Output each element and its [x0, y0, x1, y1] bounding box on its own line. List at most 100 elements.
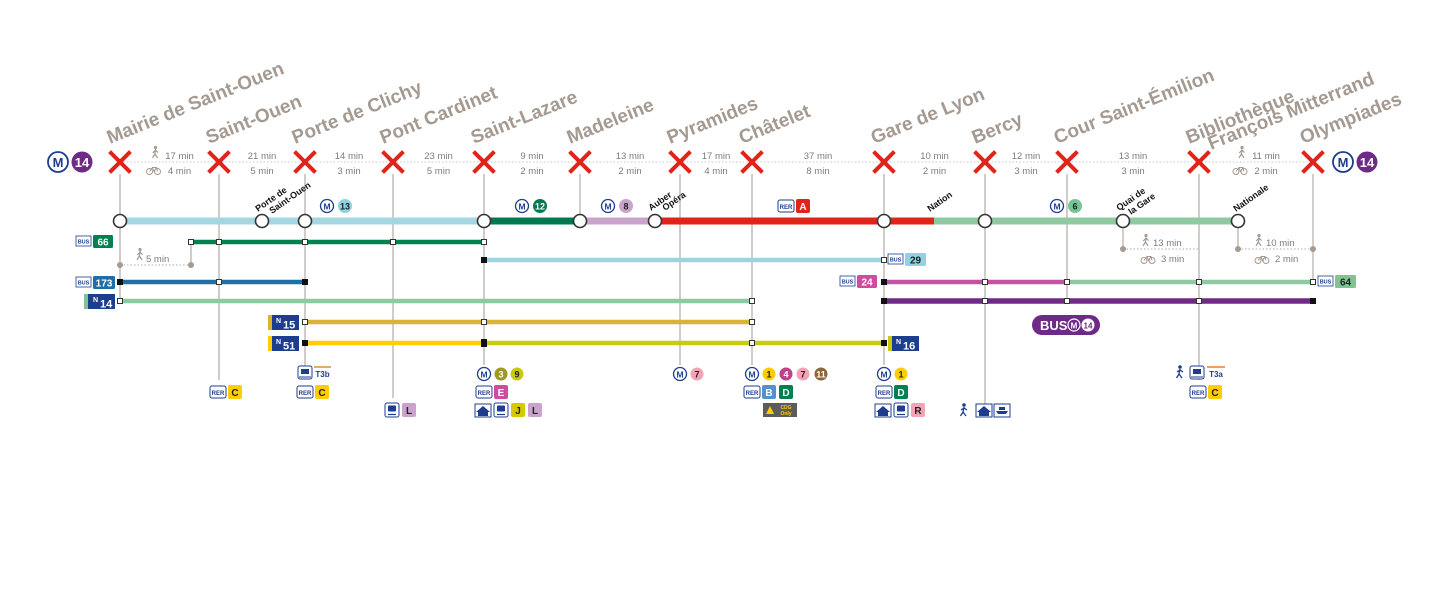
walk-icon — [152, 145, 159, 159]
train-icon — [384, 402, 400, 418]
bike-icon — [146, 167, 161, 175]
svg-text:N: N — [276, 318, 281, 325]
svg-text:Only: Only — [780, 411, 791, 417]
svg-text:R: R — [914, 406, 922, 417]
bike-icon — [1232, 167, 1248, 175]
svg-text:RER: RER — [780, 205, 793, 211]
bike-time: 3 min — [337, 166, 360, 177]
bike-time: 8 min — [806, 166, 829, 177]
closed-cross-icon — [740, 150, 764, 174]
bus-66-line: BUS 66 — [75, 235, 484, 249]
station-name: Gare de Lyon — [868, 84, 988, 149]
line-number: 14 — [1360, 155, 1375, 170]
walk-time: 11 min — [1252, 151, 1280, 162]
station-name: Bercy — [969, 109, 1026, 148]
bike-time: 3 min — [1014, 166, 1037, 177]
svg-text:B: B — [765, 388, 772, 399]
metro-12-badge: M 12 — [514, 198, 547, 214]
svg-text:E: E — [498, 388, 505, 399]
bike-time: 3 min — [1121, 166, 1144, 177]
line-14-start-badge: M 14 — [47, 151, 93, 173]
walk-time: 12 min — [1012, 151, 1041, 162]
tram-icon — [297, 365, 313, 380]
svg-text:10 min: 10 min — [1266, 238, 1295, 249]
svg-text:11: 11 — [816, 370, 826, 380]
closed-cross-icon — [108, 150, 132, 174]
boat-icon — [993, 403, 1011, 418]
closed-cross-icon — [1055, 150, 1079, 174]
walk-time: 13 min — [616, 151, 645, 162]
bike-icon — [1140, 256, 1156, 264]
svg-text:C: C — [231, 388, 238, 399]
walk-time: 13 min — [1119, 151, 1148, 162]
walk-person-icon — [1175, 365, 1184, 379]
svg-text:13: 13 — [340, 202, 350, 212]
alt-stop-nation: Nation — [925, 189, 954, 213]
alt-stop-auber-opera: Auber Opéra — [646, 189, 688, 213]
station-building-icon — [874, 403, 892, 418]
svg-text:2 min: 2 min — [1275, 254, 1298, 265]
connections-bibliotheque: T3a RER C — [1175, 365, 1225, 399]
svg-text:M: M — [1053, 202, 1060, 212]
svg-text:L: L — [406, 406, 412, 417]
line-number: 14 — [75, 155, 90, 170]
svg-text:5 min: 5 min — [146, 254, 169, 265]
metro-8-badge: M 8 — [600, 198, 633, 214]
walk-time: 10 min — [920, 151, 949, 162]
walk-time: 23 min — [424, 151, 453, 162]
rer-a-badge: RER A — [777, 199, 810, 213]
svg-text:M: M — [748, 370, 755, 380]
svg-text:6: 6 — [1072, 202, 1077, 212]
tram-icon — [1189, 365, 1205, 380]
svg-text:14: 14 — [1084, 322, 1093, 331]
closed-cross-icon — [381, 150, 405, 174]
svg-text:9: 9 — [514, 370, 519, 380]
bike-time: 2 min — [1254, 166, 1277, 177]
svg-text:4: 4 — [783, 370, 788, 380]
train-icon — [493, 402, 509, 418]
metro-6-badge: M 6 — [1049, 198, 1082, 214]
svg-text:12: 12 — [535, 202, 545, 212]
walk-icon — [1238, 145, 1245, 159]
walk-quai-de-la-gare: 13 min 3 min — [1120, 228, 1199, 265]
walk-time: 17 min — [702, 151, 731, 162]
closed-cross-icon — [472, 150, 496, 174]
bus-173-line: BUS 173 — [75, 276, 305, 290]
connections-bercy — [959, 403, 1011, 418]
walk-person-icon — [959, 403, 968, 417]
metro-13-badge: M 13 — [319, 198, 352, 214]
station-building-icon — [975, 403, 993, 418]
svg-text:M: M — [676, 370, 683, 380]
svg-text:7: 7 — [800, 370, 805, 380]
svg-text:14: 14 — [100, 299, 113, 311]
noctilien-15-line: N 15 — [268, 315, 752, 332]
walk-nationale: 10 min 2 min — [1235, 228, 1316, 265]
svg-text:1: 1 — [766, 370, 771, 380]
connections-chatelet: M 1 4 7 11 RER B D CDG Only — [743, 366, 828, 417]
station-name: Mairie de Saint-Ouen — [104, 58, 287, 148]
train-icon — [893, 402, 909, 418]
connections-porte-de-clichy: T3b RER C — [296, 365, 331, 399]
svg-text:BUS: BUS — [1040, 318, 1068, 333]
svg-text:16: 16 — [903, 341, 915, 353]
svg-text:D: D — [782, 388, 789, 399]
svg-text:CDG: CDG — [780, 405, 791, 411]
svg-text:C: C — [1211, 388, 1218, 399]
bus-m14-badge: BUS M 14 — [1032, 315, 1100, 335]
svg-text:66: 66 — [97, 238, 109, 249]
bus-64-line: BUS 64 — [1067, 275, 1356, 289]
svg-text:BUS: BUS — [1320, 280, 1332, 286]
line-14-end-badge: M 14 — [1332, 151, 1378, 173]
plane-icon — [766, 406, 774, 414]
svg-text:1: 1 — [898, 370, 903, 380]
svg-text:RER: RER — [878, 391, 891, 397]
svg-text:M: M — [518, 202, 525, 212]
svg-text:29: 29 — [910, 256, 922, 267]
alt-stop-nationale: Nationale — [1231, 182, 1270, 213]
svg-text:M: M — [604, 202, 611, 212]
svg-text:RER: RER — [299, 391, 312, 397]
bike-time: 2 min — [923, 166, 946, 177]
svg-text:BUS: BUS — [78, 240, 90, 246]
svg-text:J: J — [515, 406, 521, 417]
alt-stop-quai-de-la-gare: Quai de la Gare — [1114, 186, 1157, 217]
